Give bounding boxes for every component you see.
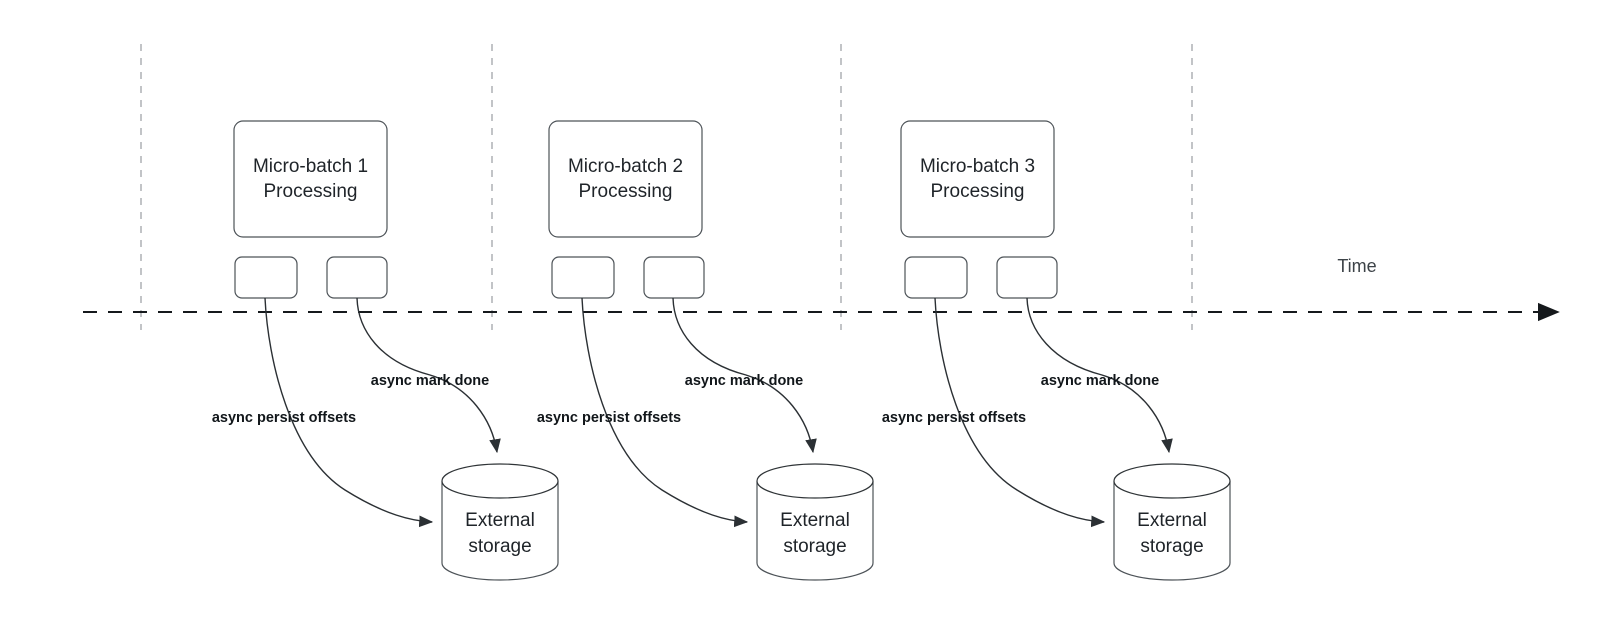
microbatch-box-3-label-line1: Micro-batch 3 [920,156,1035,177]
microbatch-box-1-label-line1: Micro-batch 1 [253,156,368,177]
task-box-1b[interactable] [326,256,388,299]
time-axis-label: Time [1337,256,1376,276]
microbatch-box-1-rect[interactable] [233,120,388,238]
group-3: Micro-batch 3 Processing External storag… [882,120,1231,581]
edge-async-persist-offsets-3 [934,297,1106,528]
microbatch-box-2-label-line2: Processing [579,181,673,202]
timeline-tick-group [140,44,1193,330]
external-storage-1-top [441,463,559,499]
microbatch-box-3-rect[interactable] [900,120,1055,238]
edge-async-mark-done-3 [1026,297,1173,454]
microbatch-box-2-rect[interactable] [548,120,703,238]
external-storage-1-body [441,481,559,581]
external-storage-3-top [1113,463,1231,499]
task-box-2a[interactable] [551,256,615,299]
edge-label-async-mark-done-2: async mark done [685,373,803,389]
microbatch-box-3[interactable]: Micro-batch 3 Processing [900,120,1055,238]
external-storage-2-top [756,463,874,499]
edge-async-persist-offsets-2 [581,297,749,528]
task-box-3b[interactable] [996,256,1058,299]
edge-label-async-persist-offsets-1: async persist offsets [212,410,356,426]
task-box-2b[interactable] [643,256,705,299]
group-2: Micro-batch 2 Processing External storag… [537,120,874,581]
external-storage-2-label-line1: External [780,510,850,531]
task-box-1a[interactable] [234,256,298,299]
edge-label-async-persist-offsets-3: async persist offsets [882,410,1026,426]
edge-label-async-mark-done-3: async mark done [1041,373,1159,389]
external-storage-1-label-line1: External [465,510,535,531]
external-storage-2-body [756,481,874,581]
edge-async-mark-done-2 [672,297,817,454]
microbatch-box-2-label-line1: Micro-batch 2 [568,156,683,177]
edge-label-async-mark-done-1: async mark done [371,373,489,389]
edge-async-persist-offsets-1 [264,297,434,528]
external-storage-3-body [1113,481,1231,581]
task-box-3a[interactable] [904,256,968,299]
external-storage-2-label-line2: storage [783,536,846,557]
microbatch-box-2[interactable]: Micro-batch 2 Processing [548,120,703,238]
external-storage-3-label-line2: storage [1140,536,1203,557]
time-axis-group: Time [83,256,1560,322]
edge-async-mark-done-1 [356,297,501,454]
group-1: Micro-batch 1 Processing External storag… [212,120,559,581]
microbatch-box-3-label-line2: Processing [931,181,1025,202]
microbatch-box-1[interactable]: Micro-batch 1 Processing [233,120,388,238]
external-storage-1-label-line2: storage [468,536,531,557]
external-storage-1[interactable]: External storage [441,463,559,581]
edge-label-async-persist-offsets-2: async persist offsets [537,410,681,426]
microbatch-box-1-label-line2: Processing [264,181,358,202]
external-storage-3[interactable]: External storage [1113,463,1231,581]
external-storage-3-label-line1: External [1137,510,1207,531]
external-storage-2[interactable]: External storage [756,463,874,581]
